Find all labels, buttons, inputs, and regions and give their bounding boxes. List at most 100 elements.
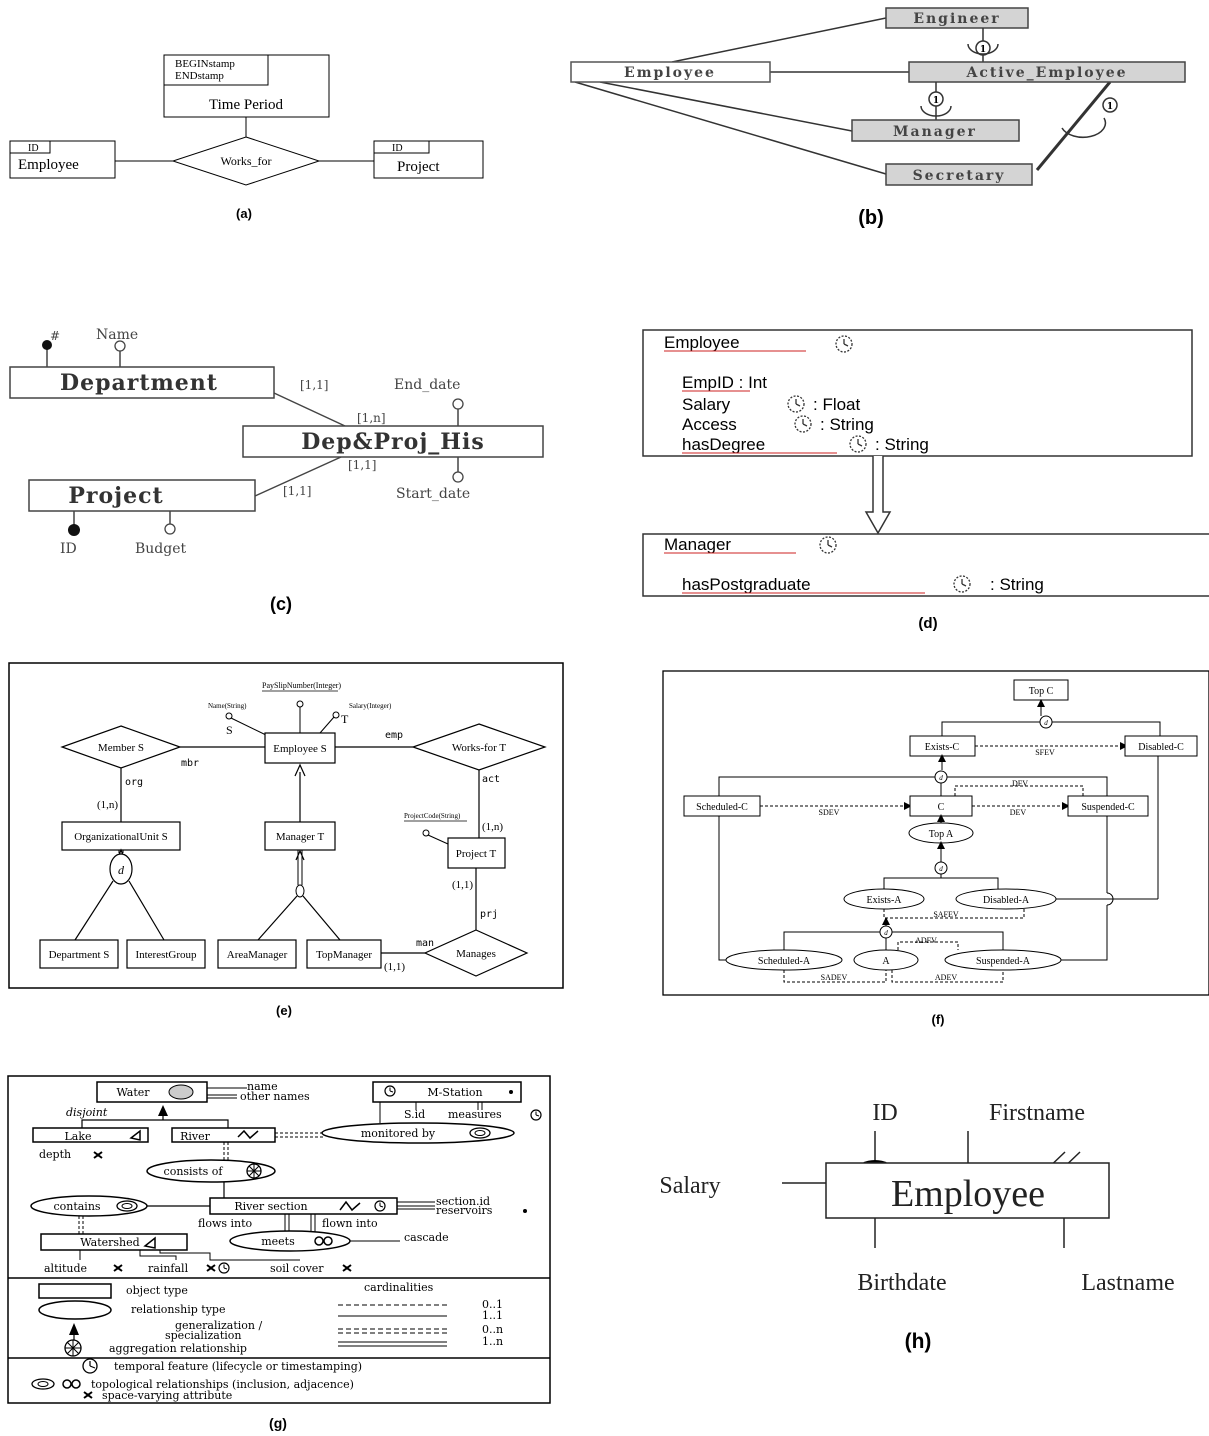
e-emp-role: emp — [385, 730, 403, 741]
e-manager-entity — [264, 821, 336, 851]
e-manager-label: Manager T — [276, 831, 325, 843]
d-manager-label: Manager — [664, 535, 731, 554]
b-marker-2: 1 — [933, 96, 939, 106]
g-soil-cover-attr: soil cover — [270, 1262, 324, 1275]
g-rainfall-space-icon — [206, 1264, 216, 1272]
h-employee-entity — [825, 1162, 1110, 1219]
f-a-label: A — [882, 956, 890, 967]
g-legend-cardinalities: cardinalities — [364, 1281, 434, 1294]
f-adev-label: ADEV — [935, 973, 957, 982]
e-salary-t-mark: T — [341, 712, 349, 726]
b-secretary-entity — [885, 163, 1033, 186]
d-attr-empid: EmpID : Int — [682, 373, 767, 392]
g-flown-into-label: flown into — [322, 1217, 378, 1230]
d-attr-hasdegree: hasDegree — [682, 435, 765, 454]
d-inheritance-arrow — [864, 456, 892, 535]
e-payslip-attr: PaySlipNumber(Integer) — [262, 681, 341, 690]
g-meets-label: meets — [261, 1235, 295, 1248]
begin-stamp-attr: BEGINstamp — [175, 58, 235, 70]
g-legend-card3: 0..n — [482, 1323, 503, 1336]
panel-label-a: (a) — [236, 206, 252, 221]
g-contains-inclusion-icon — [116, 1200, 138, 1212]
b-marker-1: 1 — [980, 45, 986, 55]
project-label: Project — [397, 159, 440, 175]
f-sadev-label: SADEV — [821, 973, 848, 982]
g-legend-card4: 1..n — [482, 1335, 503, 1348]
f-c-label: C — [938, 802, 945, 813]
g-legend-aggregation: aggregation relationship — [109, 1342, 247, 1355]
b-employee-label: Employee — [624, 65, 716, 81]
f-d-1: d — [1044, 719, 1048, 727]
panel-b: Employee Engineer 1 Active_Employee 1 1 … — [570, 7, 1186, 229]
panel-c: # Name Department [1,1] [1,n] End_date D… — [9, 327, 544, 614]
d-manager-class — [642, 533, 1209, 597]
h-lastname-attr: Lastname — [1081, 1270, 1174, 1296]
e-org-role: org — [125, 777, 143, 788]
h-salary-attr: Salary — [659, 1173, 720, 1199]
panel-label-d: (d) — [918, 615, 937, 632]
g-monitored-by-label: monitored by — [361, 1127, 436, 1140]
f-disabled-c-node — [1124, 735, 1198, 757]
e-interest-label: InterestGroup — [135, 949, 197, 961]
panel-g: Water name other names M-Station S.id me… — [7, 1075, 551, 1431]
c-hash-label: # — [50, 329, 60, 343]
d-employee-label: Employee — [664, 333, 740, 352]
works-for-label: Works_for — [220, 154, 271, 168]
g-altitude-space-icon — [113, 1264, 123, 1272]
g-monitored-by-relationship — [321, 1122, 515, 1144]
f-dfv-label: DFV — [1012, 779, 1028, 788]
panel-label-f: (f) — [932, 1012, 945, 1027]
g-river-label: River — [180, 1130, 211, 1143]
g-lake-polygon-icon — [129, 1129, 141, 1141]
e-prj-role: prj — [480, 909, 498, 920]
d-attr-salary: Salary — [682, 395, 731, 414]
e-card-prj: (1,1) — [452, 879, 473, 891]
e-mbr-role: mbr — [181, 758, 199, 769]
g-altitude-attr: altitude — [44, 1262, 87, 1275]
g-contains-label: contains — [53, 1200, 100, 1213]
f-suspended-c-node — [1067, 795, 1149, 817]
g-s-id-attr: S.id — [404, 1108, 425, 1121]
e-org-unit-label: OrganizationalUnit S — [74, 831, 168, 843]
c-project-entity — [28, 479, 256, 512]
g-water-icon — [168, 1084, 194, 1100]
g-m-station-entity — [372, 1081, 522, 1103]
c-start-date-attr: Start_date — [396, 486, 470, 502]
b-manager-label: Manager — [893, 124, 977, 140]
e-works-for-label: Works-for T — [452, 742, 506, 754]
e-project-code-attr: ProjectCode(String) — [404, 812, 461, 820]
f-top-a-label: Top A — [929, 829, 954, 840]
h-id-attr: ID — [872, 1100, 897, 1126]
panel-d: Employee EmpID : Int Salary : Float Acce… — [642, 329, 1209, 632]
g-river-section-line-icon — [339, 1200, 361, 1212]
g-water-label: Water — [116, 1086, 150, 1099]
e-department-label: Department S — [49, 949, 110, 961]
e-interest-entity — [126, 939, 206, 969]
c-dep-proj-his-label: Dep&Proj_His — [301, 429, 485, 455]
g-legend-card2: 1..1 — [482, 1309, 503, 1322]
g-legend-card1: 0..1 — [482, 1298, 503, 1311]
g-cascade-attr: cascade — [404, 1231, 449, 1244]
g-legend-space: space-varying attribute — [102, 1389, 232, 1402]
g-frame — [7, 1075, 551, 1404]
f-frame — [662, 670, 1209, 996]
g-depth-attr: depth — [39, 1148, 71, 1161]
g-legend-space-icon — [83, 1391, 93, 1399]
g-legend-topo: topological relationships (inclusion, ad… — [91, 1378, 354, 1391]
c-card-his: [1,n] — [357, 411, 386, 425]
f-disabled-a-label: Disabled-A — [983, 895, 1030, 906]
e-name-s-mark: S — [226, 723, 233, 737]
f-suspended-a-label: Suspended-A — [976, 956, 1031, 967]
g-flows-into-label: flows into — [198, 1217, 253, 1230]
e-card-org: (1,n) — [97, 799, 118, 811]
f-d-4: d — [884, 929, 888, 937]
g-reservoirs-attr: reservoirs — [436, 1204, 493, 1217]
d-attr-haspostgraduate: hasPostgraduate — [682, 575, 811, 594]
f-suspended-c-label: Suspended-C — [1081, 802, 1135, 813]
h-employee-label: Employee — [891, 1173, 1045, 1215]
employee-entity — [9, 140, 116, 179]
b-engineer-label: Engineer — [913, 11, 1000, 27]
f-sdev-label: SDEV — [819, 808, 840, 817]
f-top-c-label: Top C — [1029, 686, 1054, 697]
e-disjoint-d: d — [118, 863, 125, 877]
